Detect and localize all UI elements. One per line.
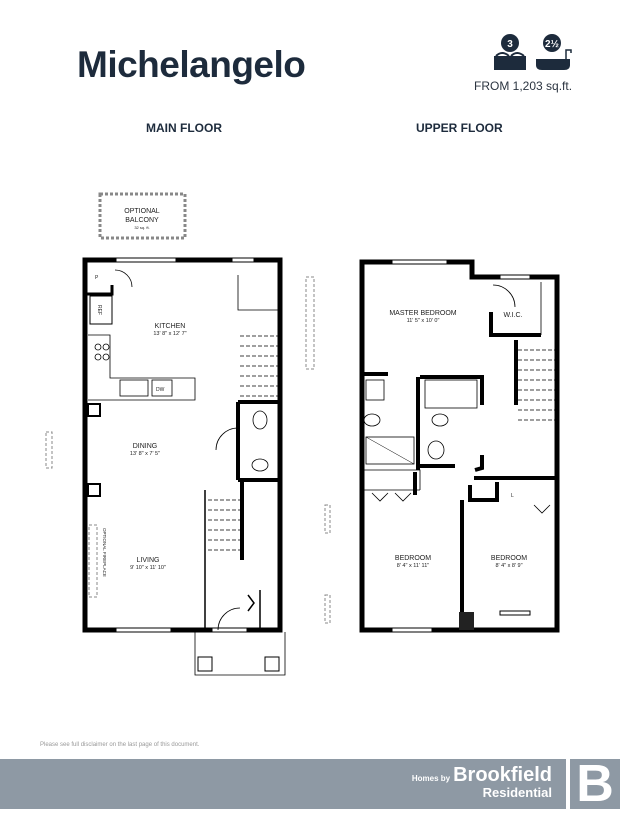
upper-floor-heading: UPPER FLOOR <box>416 121 503 135</box>
room-size: 8' 4" x 11' 11" <box>397 563 429 569</box>
upper-floor-plan <box>359 259 560 633</box>
main-floor-heading: MAIN FLOOR <box>146 121 222 135</box>
balcony-label: BALCONY <box>125 217 159 224</box>
page-title: Michelangelo <box>77 44 306 85</box>
bathtub-icon: 2½ <box>536 34 572 70</box>
exterior-markers <box>324 504 331 624</box>
window <box>231 257 255 263</box>
room-size: 13' 8" x 12' 7" <box>153 331 186 337</box>
window <box>115 627 172 633</box>
pantry-label: P <box>95 275 99 281</box>
room-name: LIVING <box>137 557 160 564</box>
upper-exterior-wall <box>359 259 560 633</box>
window <box>115 257 177 263</box>
size-text: FROM 1,203 sq.ft. <box>474 79 573 93</box>
window <box>499 610 531 616</box>
feature-icons: 3 2½ <box>494 34 572 70</box>
bedroom-count: 3 <box>507 39 513 50</box>
linen-label: L <box>511 493 514 499</box>
room-size: 11' 5" x 10' 0" <box>407 318 440 324</box>
disclaimer: Please see full disclaimer on the last p… <box>40 742 200 748</box>
homes-by-label: Homes by <box>411 774 451 783</box>
room-name: BEDROOM <box>395 555 431 562</box>
window <box>211 627 248 633</box>
room-size: 13' 8" x 7' 5" <box>130 451 160 457</box>
balcony-size: 32 sq. ft. <box>134 225 149 230</box>
bathroom-count: 2½ <box>545 39 559 50</box>
main-floor-plan <box>45 192 315 676</box>
room-name: DINING <box>133 443 158 450</box>
wic-label: W.I.C. <box>503 312 522 319</box>
window <box>391 259 448 265</box>
window <box>499 274 531 280</box>
window <box>391 627 433 633</box>
fridge-label: REF <box>96 305 102 315</box>
room-size: 9' 10" x 11' 10" <box>130 565 166 571</box>
fireplace-label: OPTIONAL FIREPLACE <box>102 528 107 577</box>
brand-name: Brookfield <box>453 764 552 786</box>
balcony-label: OPTIONAL <box>124 208 160 215</box>
brand-logo: B <box>570 758 620 810</box>
floor-plans: OPTIONAL BALCONY 32 sq. ft. P REF DW OPT… <box>45 192 560 676</box>
main-floor-labels: OPTIONAL BALCONY 32 sq. ft. P REF DW OPT… <box>95 208 187 577</box>
room-name: MASTER BEDROOM <box>389 310 456 317</box>
bed-icon: 3 <box>494 34 526 70</box>
upper-floor-labels: W.I.C. L MASTER BEDROOM 11' 5" x 10' 0" … <box>389 310 527 569</box>
room-size: 8' 4" x 8' 9" <box>495 563 522 569</box>
room-name: BEDROOM <box>491 555 527 562</box>
room-name: KITCHEN <box>155 323 186 330</box>
brand-sub: Residential <box>482 785 552 800</box>
main-exterior-wall <box>82 257 283 633</box>
balcony-outline <box>98 192 187 240</box>
dishwasher-label: DW <box>156 387 165 393</box>
